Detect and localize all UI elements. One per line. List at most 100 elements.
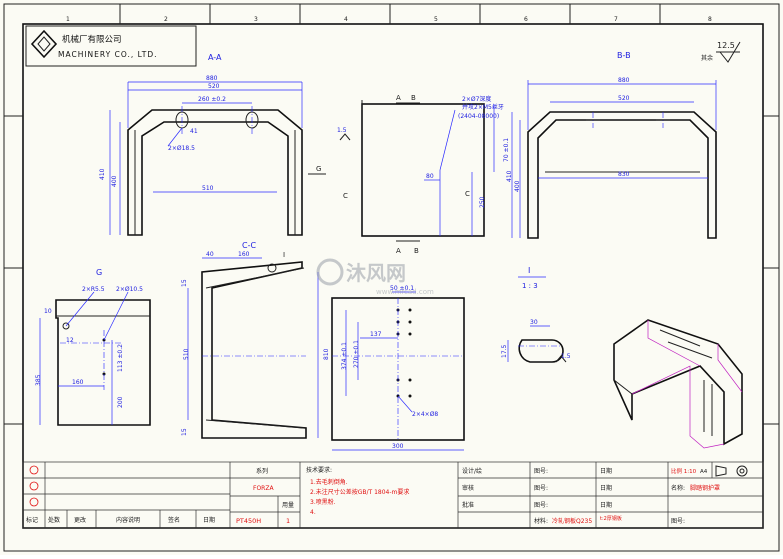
g-note-b: 2×Ø10.5 [116,286,143,293]
cc-dim-h2: 810 [323,348,330,360]
company-block: 机械厂有限公司 MACHINERY CO., LTD. [25,25,197,67]
projection-symbol-icon [715,465,748,477]
zone-number: 5 [434,16,438,23]
section-mark-b-top: B [411,94,416,102]
section-mark-a-bottom: A [396,247,401,255]
scale-value: 比例 1:10 [671,467,697,475]
drawing-no-label: 图号: [534,485,548,492]
watermark-text: 沐风网 [346,261,406,285]
cc-profile [201,261,307,439]
plate-dim-w-bottom: 300 [392,443,404,450]
aa-dim-h-total: 410 [99,168,106,180]
zone-number: 8 [708,16,712,23]
outer-border [3,3,780,552]
qty-value: 1 [286,517,290,525]
zone-number: 7 [614,16,618,23]
g-dim-h1: 385 [35,374,42,386]
rev-header: 处数 [48,516,60,524]
section-mark-g: G [316,165,321,173]
detail-dim-a: 1.5 [561,353,571,360]
page-size: A4 [700,469,708,475]
material-value: 冷轧钢板Q235 [552,517,592,525]
plate-dim-w1: 137 [370,331,382,338]
plate-hole-note: 2×4×Ø8 [412,411,438,418]
watermark-url: www.mfcad.com [376,288,434,296]
g-profile [55,299,151,426]
border-ticks [4,4,779,425]
plate-dim-h2: 270 ±0.1 [353,340,360,368]
check-label: 审核 [462,484,474,492]
aa-dim-w-bottom: 510 [202,185,214,192]
view-title-aa: A-A [208,53,222,62]
bb-dim-w-top: 880 [618,77,630,84]
cc-dim-w2: 160 [238,251,250,258]
detail-angle-icon [555,355,567,363]
rev-header: 内容说明 [116,516,140,524]
section-mark-c-right: C [465,190,470,198]
company-name-cn: 机械厂有限公司 [62,34,122,45]
aa-hole-note: 2×Ø18.5 [168,145,195,152]
roughness-symbol: 12.5 其余 [701,41,741,63]
side-dim-h2: 250 [479,196,486,208]
tech-line: 4. [310,509,316,516]
aa-profile [127,109,303,236]
zone-number: 2 [164,16,168,23]
aa-dim-h-inner: 400 [111,175,118,187]
side-note-2: 并攻2×M5丝牙 [462,103,504,111]
thickness-value: t:2厚钢板 [600,515,622,522]
tech-line: 3.喷黑粉. [310,498,336,506]
roughness-check-icon [719,41,741,63]
cc-detail-mark: I [283,251,285,259]
plate-dim-w-top: 50 ±0.1 [390,285,414,292]
detail-dim-w: 30 [530,319,538,326]
g-dim-h2: 113 ±0.2 [117,344,124,372]
roughness-value: 12.5 [717,41,735,50]
iso-view [613,319,743,449]
section-mark-b-bottom: B [414,247,419,255]
g-hole-1 [62,322,70,330]
detail-dim-h: 17.5 [501,344,508,358]
date-label: 日期 [600,501,612,509]
view-cc: I 40 160 510 810 15 15 [181,251,330,439]
rev-header: 签名 [168,516,180,524]
cc-dim-t1: 15 [181,279,188,287]
side-dim-w: 80 [426,173,434,180]
tech-line: 2.未注尺寸公差按GB/T 1804-m要求 [310,488,409,496]
company-frame [25,25,197,67]
cc-dim-h1: 510 [183,348,190,360]
roughness-label: 其余 [701,54,713,62]
bb-profile [527,111,717,239]
title-block: 标记 处数 更改 内容说明 签名 日期 系列 FORZA PT450H 用量 1… [22,461,764,529]
bb-dim-w-mid: 520 [618,95,630,102]
view-plate: 50 ±0.1 137 374 ±0.1 270 ±0.1 2×4×Ø8 300 [331,285,465,451]
g-dim-w2: 12 [66,337,74,344]
bb-dim-h-total: 410 [506,170,513,182]
side-angle-icon [339,133,351,141]
section-mark-c-left: C [343,192,348,200]
rev-header: 日期 [203,516,215,524]
rev-header: 标记 [26,516,38,524]
company-logo-inner [37,36,51,52]
view-title-detail: I [528,266,530,275]
watermark-logo-icon [316,258,344,286]
zone-number: 1 [66,16,70,23]
view-side: A B A B C C G 2×Ø7深度 并攻2×M5丝牙 (2404-0800… [308,94,510,255]
view-title-bb: B-B [617,51,631,60]
drawing-no-label: 图号: [534,502,548,509]
aa-dim-w-mid: 520 [208,83,220,90]
detail-scale: 1 : 3 [522,282,538,290]
plate-dim-h1: 374 ±0.1 [341,342,348,370]
side-dim-angle: 1.5 [337,127,347,134]
date-label: 日期 [600,467,612,475]
aa-dim-r: 41 [190,128,198,135]
side-dim-h1: 70 ±0.1 [503,138,510,162]
part-number: PT450H [236,517,261,525]
qty-label: 用量 [282,502,294,509]
cc-dim-t2: 15 [181,428,188,436]
watermark: 沐风网 www.mfcad.com [316,258,434,296]
aa-dim-w-holes: 260 ±0.2 [198,96,226,103]
series-value: FORZA [253,485,274,492]
view-g: 2×R5.5 2×Ø10.5 10 12 385 113 ±0.2 160 20… [35,286,151,426]
